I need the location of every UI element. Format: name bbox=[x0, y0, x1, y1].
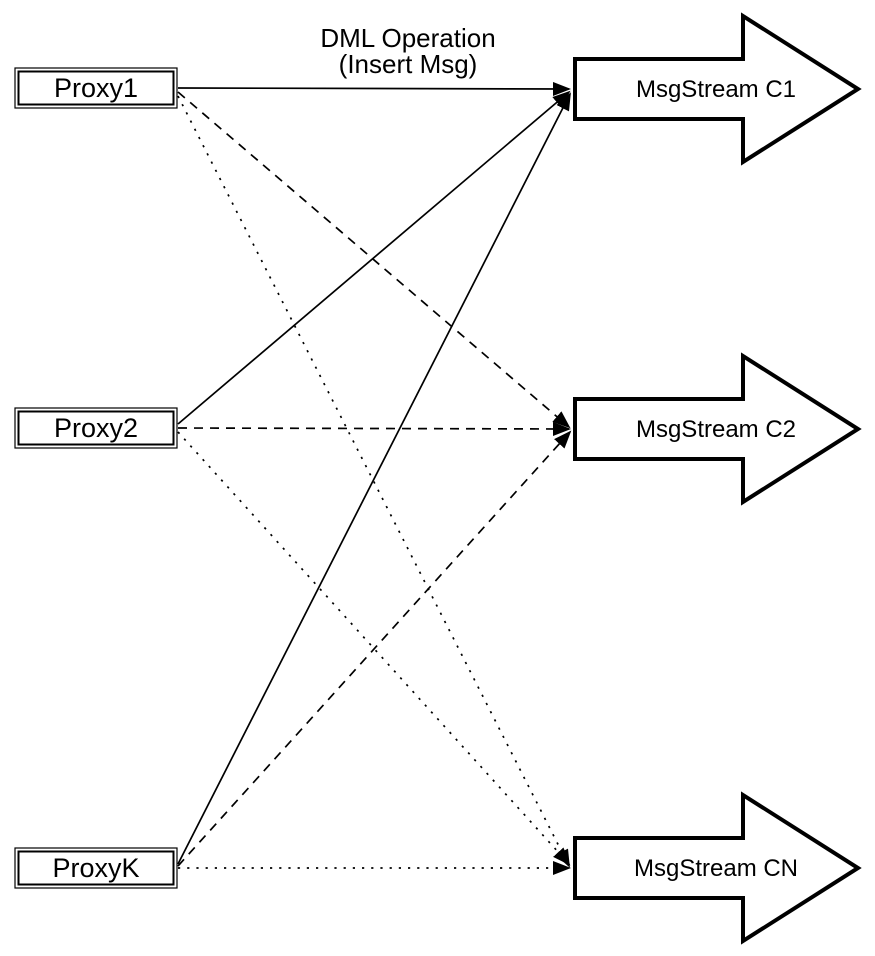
edge-proxyk-c2 bbox=[177, 430, 572, 867]
title-line-2: (Insert Msg) bbox=[339, 49, 478, 79]
msgstream-c2-label: MsgStream C2 bbox=[636, 416, 796, 443]
proxy2-label: Proxy2 bbox=[54, 413, 138, 443]
msgstream-cn-label: MsgStream CN bbox=[634, 855, 798, 882]
msgstream-node-c2: MsgStream C2 bbox=[573, 352, 862, 506]
msgstream-c1-arrow-shape bbox=[573, 12, 862, 166]
title-line-1: DML Operation bbox=[320, 23, 495, 53]
msgstream-cn-arrow-shape bbox=[573, 791, 862, 945]
proxy2-box-inner-border bbox=[17, 410, 175, 446]
edge-proxy1-c2 bbox=[177, 91, 571, 429]
proxy-node-2: Proxy2 bbox=[14, 407, 178, 449]
proxy2-box bbox=[14, 407, 178, 449]
msgstream-c1-label: MsgStream C1 bbox=[636, 76, 796, 103]
edge-proxyk-c1 bbox=[177, 92, 571, 865]
msgstream-node-c1: MsgStream C1 bbox=[573, 12, 862, 166]
edge-proxy1-cn bbox=[177, 95, 570, 868]
proxyk-box-inner-border bbox=[17, 850, 175, 886]
proxyk-label: ProxyK bbox=[52, 853, 139, 883]
proxy-node-1: Proxy1 bbox=[14, 67, 178, 109]
proxy1-box bbox=[14, 67, 178, 109]
edges-group bbox=[177, 81, 572, 875]
proxy-node-k: ProxyK bbox=[14, 847, 178, 889]
edge-proxy2-c2 bbox=[177, 421, 571, 436]
proxyk-box bbox=[14, 847, 178, 889]
edge-proxy1-c1 bbox=[177, 81, 571, 96]
edge-proxy2-c1 bbox=[177, 90, 571, 425]
msgstream-node-cn: MsgStream CN bbox=[573, 791, 862, 945]
msgstream-c2-arrow-shape bbox=[573, 352, 862, 506]
proxy1-label: Proxy1 bbox=[54, 73, 138, 103]
proxy1-box-inner-border bbox=[17, 70, 175, 106]
